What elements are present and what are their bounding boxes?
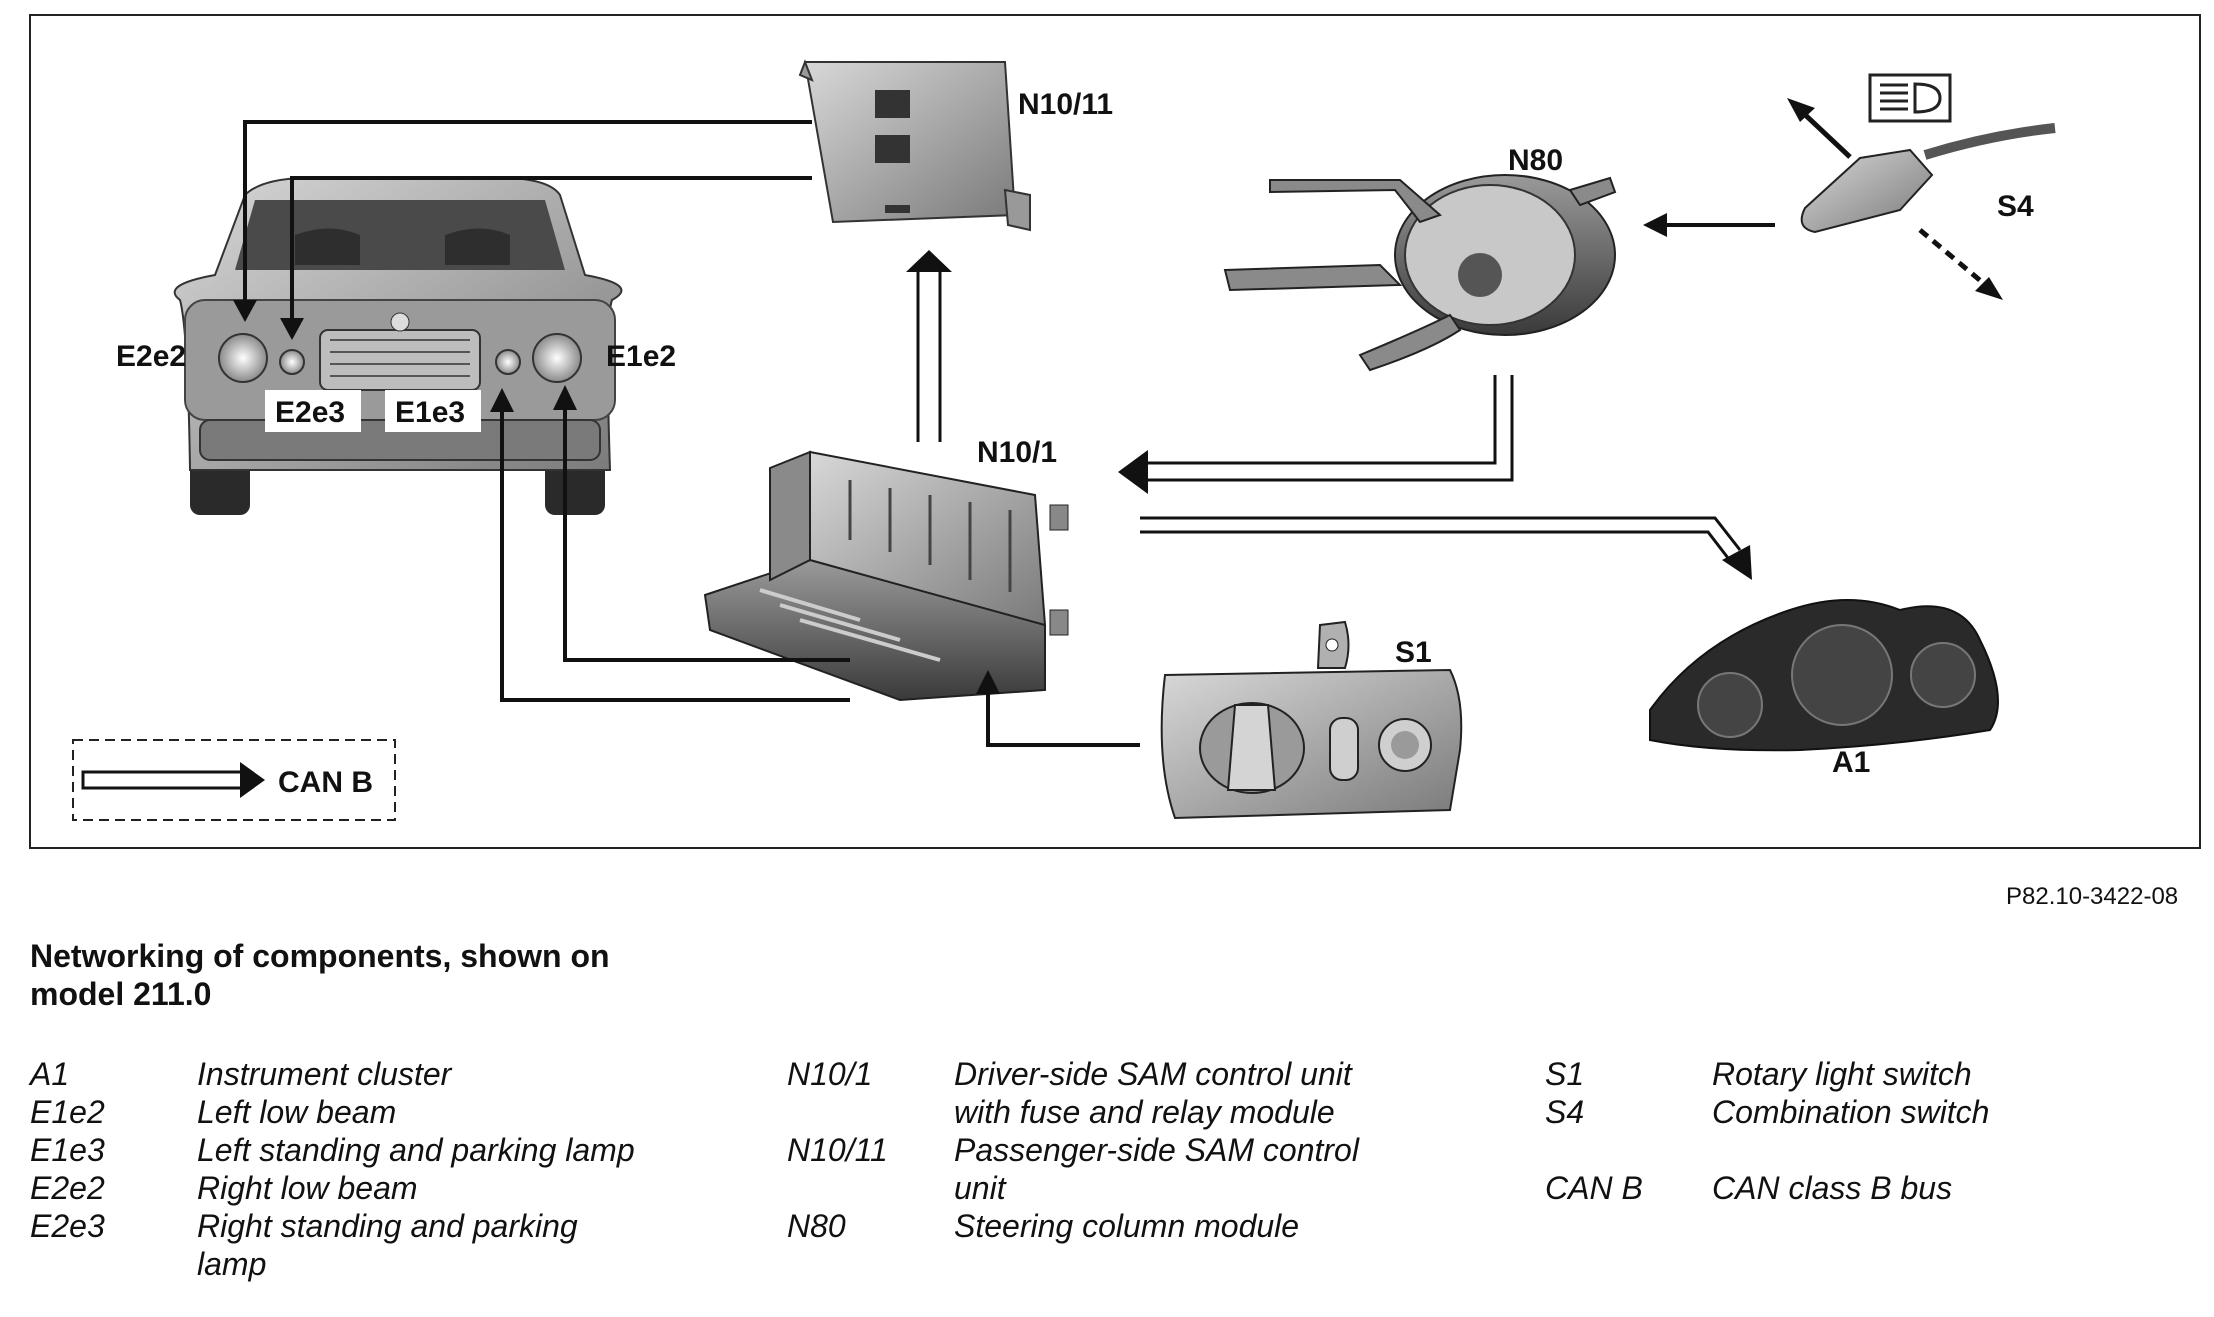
legend-description-line: CAN class B bus <box>1712 1170 1953 1206</box>
legend-description-line: lamp <box>197 1246 267 1282</box>
legend-description-line: Left standing and parking lamp <box>197 1132 635 1168</box>
legend-code: S1 <box>1545 1056 1585 1092</box>
figure-caption: Networking of components, shown on model… <box>30 937 730 1013</box>
legend-description-line: Left low beam <box>197 1094 397 1130</box>
legend-description-line: Right standing and parking <box>197 1208 578 1244</box>
legend-description: Left low beam <box>197 1093 396 1131</box>
label-e1e2: E1e2 <box>606 340 676 373</box>
can-b-legend <box>72 739 396 821</box>
figure-reference: P82.10-3422-08 <box>2006 883 2179 910</box>
legend-entry: A1 Instrument cluster <box>30 1055 635 1093</box>
legend-entry: CAN B CAN class B bus <box>1545 1169 1989 1207</box>
label-can-b: CAN B <box>278 766 373 799</box>
legend-code: N10/1 <box>787 1056 873 1092</box>
label-s1: S1 <box>1395 636 1432 669</box>
label-n10-11: N10/11 <box>1018 88 1113 121</box>
legend-description: CAN class B bus <box>1712 1169 1952 1207</box>
legend-entry: E1e2 Left low beam <box>30 1093 635 1131</box>
networking-diagram: N10/11 N80 S4 E2e2 E1e2 E2e3 E1e3 N10/1 … <box>29 14 2201 849</box>
n10-1-module <box>703 450 1069 702</box>
n80-module <box>1223 174 1617 372</box>
a1-instrument-cluster <box>1649 599 1999 752</box>
n10-11-module <box>798 59 1031 232</box>
wiring-arrowheads <box>233 213 1667 694</box>
label-n10-1: N10/1 <box>977 436 1057 469</box>
legend-code: E1e2 <box>30 1094 105 1130</box>
label-n80: N80 <box>1508 144 1563 177</box>
s4-switch <box>1800 123 2056 234</box>
legend-description: Steering column module <box>954 1207 1299 1245</box>
legend-entry: E1e3 Left standing and parking lamp <box>30 1131 635 1169</box>
label-e2e2: E2e2 <box>116 340 186 373</box>
legend-code: N10/11 <box>787 1132 888 1168</box>
legend-description-line: Rotary light switch <box>1712 1056 1972 1092</box>
legend-code: E2e2 <box>30 1170 105 1206</box>
legend-code: E1e3 <box>30 1132 105 1168</box>
can-b-arrowheads <box>906 250 1752 580</box>
legend-description-line: Passenger-side SAM control <box>954 1132 1359 1168</box>
legend-code: E2e3 <box>30 1208 105 1244</box>
legend-description: Right low beam <box>197 1169 418 1207</box>
legend-entry: S1 Rotary light switch <box>1545 1055 1989 1093</box>
legend-description-line: Right low beam <box>197 1170 418 1206</box>
legend-description-line: Combination switch <box>1712 1094 1990 1130</box>
can-b-bus-lines <box>916 270 1742 559</box>
legend-description: Combination switch <box>1712 1093 1989 1131</box>
car-front-view <box>173 177 623 515</box>
caption-line-2: model 211.0 <box>30 976 212 1012</box>
legend-description-line: Steering column module <box>954 1208 1300 1244</box>
legend-description-line: unit <box>954 1170 1006 1206</box>
legend-code: N80 <box>787 1208 846 1244</box>
headlamp-icon <box>1868 73 1952 123</box>
label-a1: A1 <box>1832 746 1870 779</box>
legend-code: A1 <box>30 1056 70 1092</box>
legend-code: CAN B <box>1545 1170 1643 1206</box>
legend-code: S4 <box>1545 1094 1585 1130</box>
legend-description: Left standing and parking lamp <box>197 1131 635 1169</box>
label-e2e3: E2e3 <box>275 396 345 429</box>
diagram-frame <box>29 14 2201 849</box>
legend-description-line: with fuse and relay module <box>954 1094 1335 1130</box>
legend-spacer <box>1545 1131 1989 1169</box>
legend-entry: S4 Combination switch <box>1545 1093 1989 1131</box>
legend-entry: N80 Steering column module <box>787 1207 1359 1245</box>
legend-entry: E2e2 Right low beam <box>30 1169 635 1207</box>
s4-direction-arrows <box>1787 98 2003 300</box>
s1-rotary-switch <box>1160 620 1463 820</box>
legend-description-line: Instrument cluster <box>197 1056 452 1092</box>
wiring-lines <box>243 120 1775 747</box>
legend-description: Instrument cluster <box>197 1055 451 1093</box>
caption-line-1: Networking of components, shown on <box>30 938 610 974</box>
legend-description-line: Driver-side SAM control unit <box>954 1056 1352 1092</box>
label-s4: S4 <box>1997 190 2034 223</box>
label-e1e3: E1e3 <box>395 396 465 429</box>
legend-description: Rotary light switch <box>1712 1055 1972 1093</box>
